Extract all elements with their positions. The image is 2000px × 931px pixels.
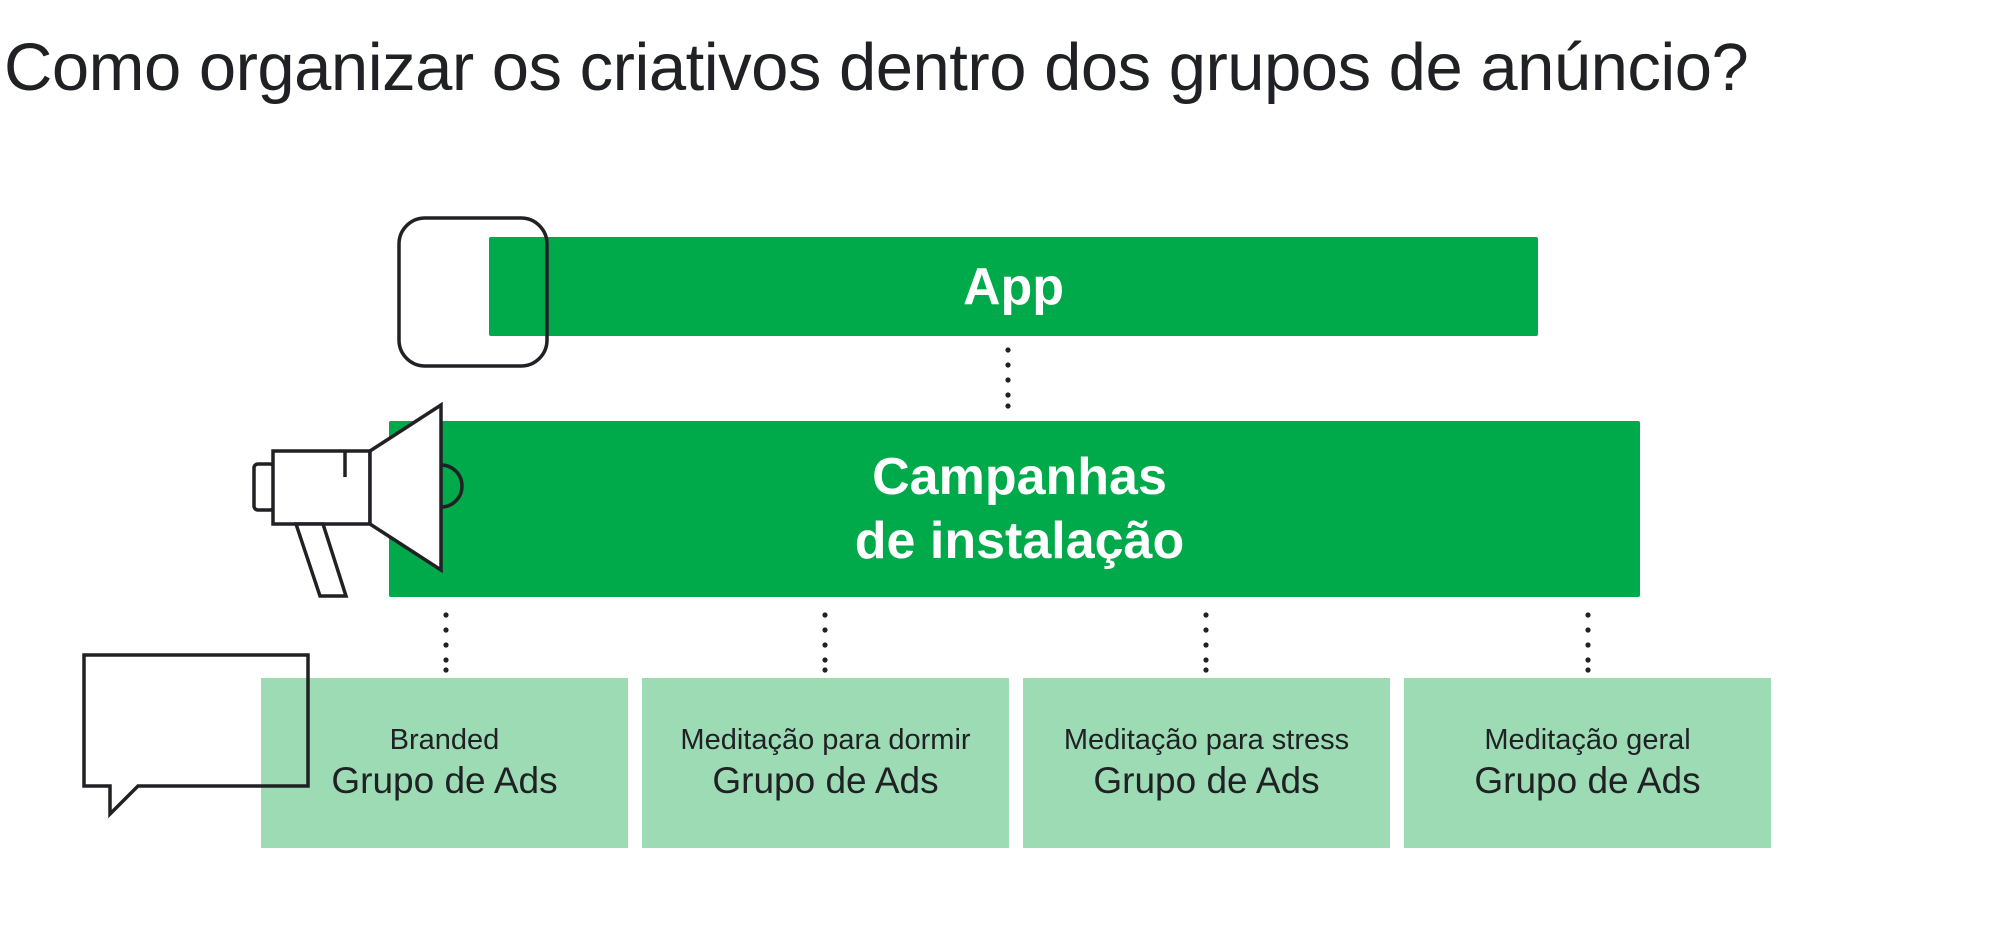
connector-campaign-adgroup [1585,612,1591,673]
adgroup-label: Grupo de Ads [712,760,939,801]
app-label: App [962,257,1065,316]
app-bar: App [489,237,1538,336]
connector-campaign-adgroup [822,612,828,673]
connector-app-campaign [1005,347,1011,409]
adgroup-subtitle: Meditação para dormir [680,724,971,756]
adgroup-subtitle: Meditação geral [1484,724,1691,756]
campaign-bar: Campanhas de instalação [389,421,1640,597]
adgroup-box: Meditação para dormir Grupo de Ads [642,678,1009,848]
adgroup-box: Meditação para stress Grupo de Ads [1023,678,1390,848]
adgroup-label: Grupo de Ads [331,760,558,801]
campaign-label: Campanhas de instalação [854,448,1185,570]
connector-campaign-adgroup [1203,612,1209,673]
page-title: Como organizar os criativos dentro dos g… [4,30,1749,105]
adgroup-label: Grupo de Ads [1093,760,1320,801]
adgroup-label: Grupo de Ads [1474,760,1701,801]
adgroup-box: Branded Grupo de Ads [261,678,628,848]
connector-campaign-adgroup [443,612,449,673]
adgroup-subtitle: Branded [389,724,500,756]
adgroup-subtitle: Meditação para stress [1063,724,1350,756]
adgroup-box: Meditação geral Grupo de Ads [1404,678,1771,848]
